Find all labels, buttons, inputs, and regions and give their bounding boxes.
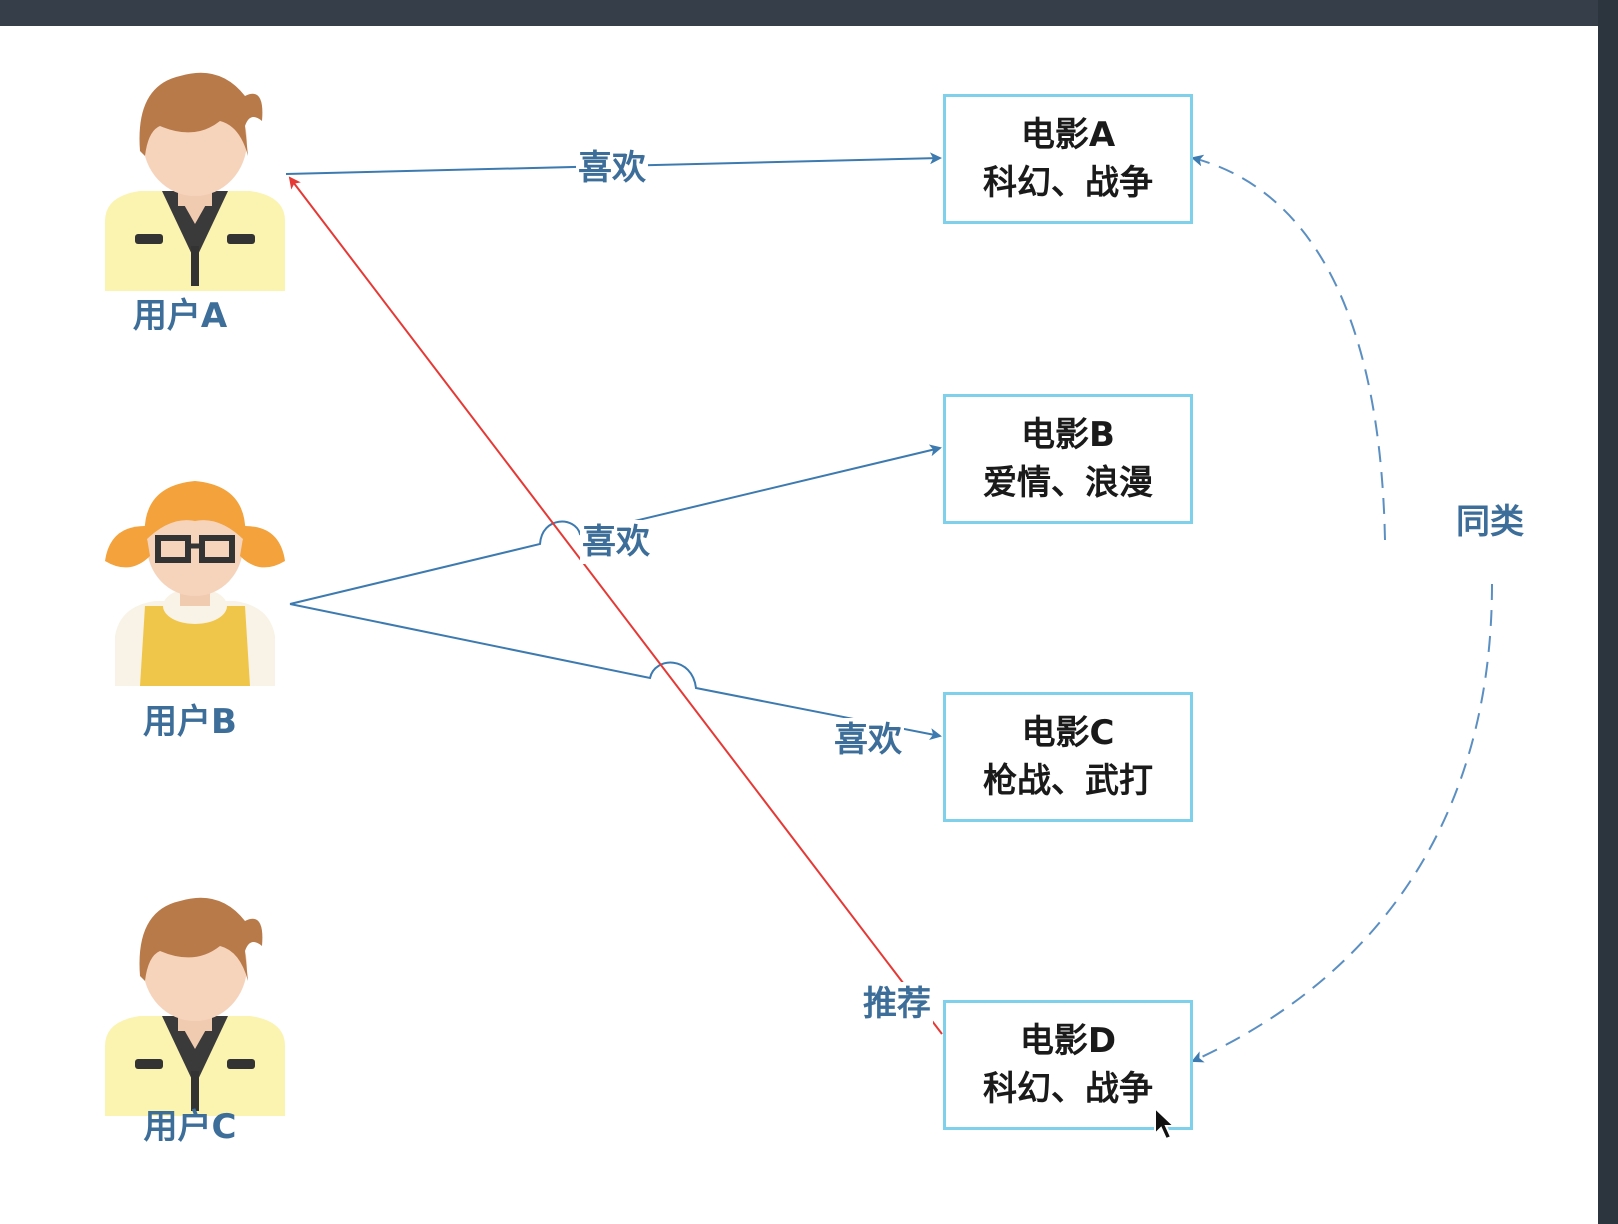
user-b-avatar <box>105 481 285 686</box>
movie-a-genre: 科幻、战争 <box>983 163 1153 203</box>
edge-recommend-movie-d-to-user-a <box>288 176 943 1035</box>
mouse-cursor-icon <box>1154 1106 1177 1141</box>
movie-c-box: 电影C 枪战、武打 <box>943 692 1193 822</box>
edge-user-b-likes-movie-b <box>289 444 942 605</box>
user-c-label: 用户C <box>143 1107 237 1147</box>
edge-label-recommend: 推荐 <box>861 982 933 1026</box>
edge-similar-movie-d-movie-a <box>1191 583 1493 1063</box>
window-title-bar <box>0 0 1618 26</box>
edge-similar-movie-a-movie-d <box>1191 154 1386 541</box>
edge-label-similar: 同类 <box>1454 500 1526 544</box>
movie-d-name: 电影D <box>1019 1021 1117 1061</box>
user-a-avatar <box>105 72 285 291</box>
right-edge-bar <box>1598 0 1618 1224</box>
edge-label-like-c: 喜欢 <box>832 718 904 762</box>
movie-a-name: 电影A <box>1020 115 1116 155</box>
edge-user-b-likes-movie-c <box>289 603 942 740</box>
movie-b-genre: 爱情、浪漫 <box>983 463 1153 503</box>
movie-a-box: 电影A 科幻、战争 <box>943 94 1193 224</box>
edge-label-like-a: 喜欢 <box>576 146 648 190</box>
movie-c-genre: 枪战、武打 <box>983 761 1153 801</box>
user-c-avatar <box>105 897 285 1116</box>
movie-c-name: 电影C <box>1021 713 1115 753</box>
movie-d-box: 电影D 科幻、战争 <box>943 1000 1193 1130</box>
movie-b-box: 电影B 爱情、浪漫 <box>943 394 1193 524</box>
diagram-canvas: 用户A 用户B 用户C 电影A 科幻、战争 电影B 爱情、浪漫 电影C <box>0 26 1598 1224</box>
movie-d-genre: 科幻、战争 <box>983 1069 1153 1109</box>
edge-label-like-b: 喜欢 <box>580 520 652 564</box>
diagram-edges <box>285 152 1493 1063</box>
user-b-label: 用户B <box>143 702 237 742</box>
movie-b-name: 电影B <box>1021 415 1115 455</box>
user-a-label: 用户A <box>132 296 228 336</box>
